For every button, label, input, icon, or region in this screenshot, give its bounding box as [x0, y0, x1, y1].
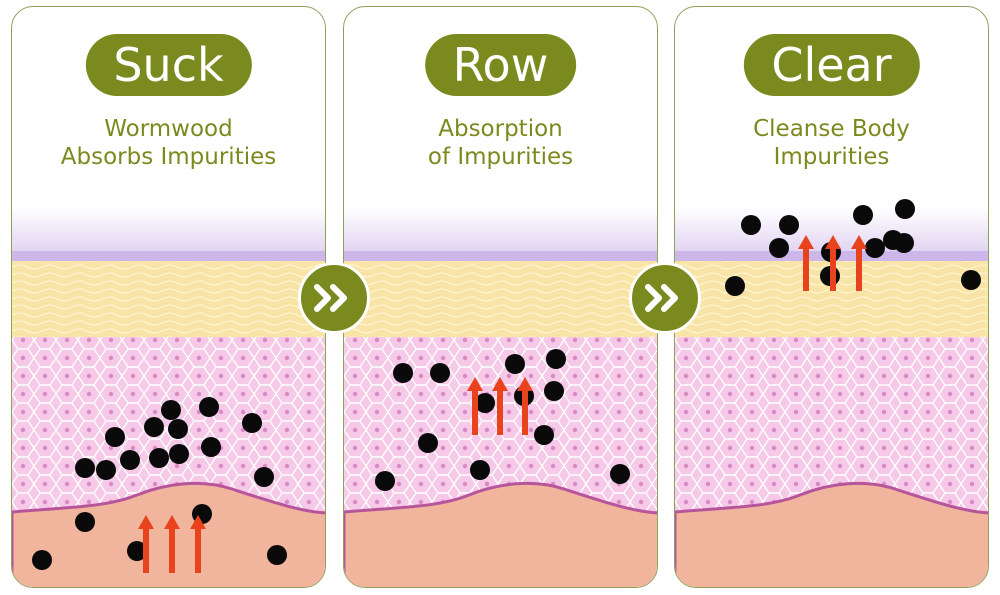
impurity-dot: [75, 512, 95, 532]
impurity-dot: [725, 276, 745, 296]
impurity-dot: [254, 467, 274, 487]
up-arrow: [798, 235, 814, 291]
up-arrow: [164, 515, 180, 573]
impurity-dot: [779, 215, 799, 235]
step-subtitle: Absorption of Impurities: [344, 115, 657, 171]
impurity-particles: [725, 199, 981, 296]
impurity-dot: [534, 425, 554, 445]
impurity-dot: [895, 199, 915, 219]
up-arrow: [138, 515, 154, 573]
impurity-dot: [161, 400, 181, 420]
impurity-dot: [127, 541, 147, 561]
impurity-dot: [610, 464, 630, 484]
impurity-dot: [853, 205, 873, 225]
step-panel-row: Row Absorption of Impurities: [343, 6, 658, 588]
step-subtitle-line: Impurities: [773, 144, 890, 170]
up-arrow: [851, 235, 867, 291]
impurity-dot: [544, 381, 564, 401]
up-arrow: [190, 515, 206, 573]
impurity-dot: [201, 437, 221, 457]
skin-layers-illustration: [12, 207, 325, 587]
impurity-dot: [865, 238, 885, 258]
impurity-dot: [105, 427, 125, 447]
step-panel-suck: Suck Wormwood Absorbs Impurities: [11, 6, 326, 588]
impurity-dot: [168, 419, 188, 439]
impurity-dot: [96, 460, 116, 480]
step-subtitle-line: Absorbs Impurities: [60, 144, 277, 170]
impurity-dot: [546, 349, 566, 369]
step-panel-clear: Clear Cleanse Body Impurities: [674, 6, 989, 588]
impurity-dot: [418, 433, 438, 453]
impurity-dot: [242, 413, 262, 433]
up-arrow: [492, 377, 508, 435]
impurity-dot: [894, 233, 914, 253]
impurity-dot: [75, 458, 95, 478]
impurity-dot: [32, 550, 52, 570]
up-arrow: [825, 235, 841, 291]
skin-layers-illustration: [344, 207, 657, 587]
step-subtitle-line: of Impurities: [427, 144, 574, 170]
impurity-dot: [470, 460, 490, 480]
step-subtitle-line: Wormwood: [104, 116, 233, 142]
impurity-dot: [505, 354, 525, 374]
double-chevron-right-icon: [298, 262, 370, 334]
step-subtitle: Wormwood Absorbs Impurities: [12, 115, 325, 171]
impurity-dot: [393, 363, 413, 383]
impurity-dot: [144, 417, 164, 437]
impurity-dot: [120, 450, 140, 470]
impurity-particles: [32, 397, 287, 573]
impurity-dot: [769, 238, 789, 258]
impurity-dot: [169, 444, 189, 464]
step-title: Suck: [85, 34, 252, 96]
impurity-particles: [375, 349, 630, 491]
step-title: Row: [424, 34, 577, 96]
impurity-dot: [741, 215, 761, 235]
step-subtitle: Cleanse Body Impurities: [675, 115, 988, 171]
step-subtitle-line: Absorption: [438, 116, 563, 142]
up-arrow: [467, 377, 483, 435]
impurity-dot: [961, 270, 981, 290]
impurity-dot: [199, 397, 219, 417]
impurity-dot: [475, 393, 495, 413]
double-chevron-right-icon: [629, 262, 701, 334]
upward-arrows: [138, 515, 206, 573]
impurity-dot: [267, 545, 287, 565]
step-subtitle-line: Cleanse Body: [753, 116, 910, 142]
up-arrow: [517, 377, 533, 435]
impurity-dot: [149, 448, 169, 468]
step-title: Clear: [743, 34, 920, 96]
upward-arrows: [467, 377, 533, 435]
upward-arrows: [798, 235, 867, 291]
impurity-dot: [375, 471, 395, 491]
impurity-dot: [430, 363, 450, 383]
